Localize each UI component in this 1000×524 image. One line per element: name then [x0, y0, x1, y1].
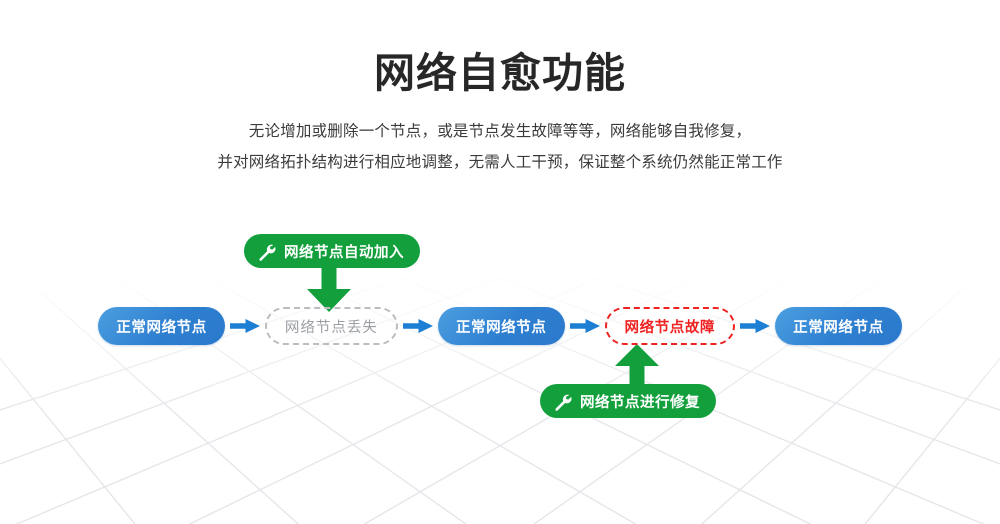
arrow-right-icon — [229, 319, 260, 333]
node-fault[interactable]: 网络节点故障 — [604, 307, 736, 345]
arrow-right-icon — [402, 319, 433, 333]
page-header: 网络自愈功能 无论增加或删除一个节点，或是节点发生故障等等，网络能够自我修复， … — [0, 0, 1000, 178]
callout-label: 网络节点进行修复 — [580, 394, 700, 411]
connector-arrow-3 — [565, 315, 605, 337]
callout-node-repair[interactable]: 网络节点进行修复 — [540, 384, 716, 418]
node-chain: 正常网络节点 网络节点丢失 正常网络节点 网络节点故障 — [0, 306, 1000, 346]
green-arrow-down-icon — [307, 262, 351, 312]
arrow-right-icon — [569, 319, 600, 333]
wrench-icon — [553, 392, 572, 411]
node-normal-3[interactable]: 正常网络节点 — [775, 307, 902, 345]
green-arrow-up-icon — [615, 344, 659, 388]
connector-arrow-1 — [225, 315, 265, 337]
node-normal-1[interactable]: 正常网络节点 — [98, 307, 225, 345]
subtitle-line-1: 无论增加或删除一个节点，或是节点发生故障等等，网络能够自我修复， — [248, 123, 752, 141]
arrow-right-icon — [740, 319, 771, 333]
node-lost[interactable]: 网络节点丢失 — [264, 307, 398, 345]
connector-arrow-4 — [735, 315, 775, 337]
node-normal-2[interactable]: 正常网络节点 — [437, 307, 565, 345]
subtitle-line-2: 并对网络拓扑结构进行相应地调整，无需人工干预，保证整个系统仍然能正常工作 — [217, 154, 783, 172]
connector-arrow-2 — [398, 315, 438, 337]
callout-label: 网络节点自动加入 — [284, 244, 404, 261]
callout-node-auto-join[interactable]: 网络节点自动加入 — [244, 234, 420, 268]
page-subtitle: 无论增加或删除一个节点，或是节点发生故障等等，网络能够自我修复， 并对网络拓扑结… — [0, 116, 1000, 178]
wrench-icon — [257, 242, 276, 261]
page-title: 网络自愈功能 — [374, 50, 626, 96]
